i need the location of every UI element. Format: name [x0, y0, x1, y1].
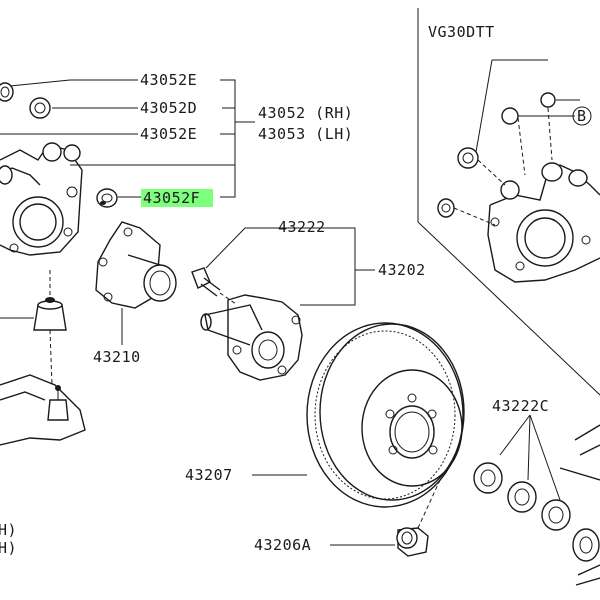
label-43053-lh: 43053 (LH): [258, 125, 353, 143]
callout-b: B: [577, 107, 587, 125]
label-43222c: 43222C: [492, 397, 549, 415]
wheel-nuts-43222c: [473, 414, 600, 586]
lower-control-arm: [0, 374, 86, 446]
inset-knuckle-assembly: [437, 59, 600, 283]
label-43207: 43207: [185, 466, 233, 484]
leader-43202-bracket: [300, 227, 356, 306]
callout-b-circle: [572, 106, 592, 126]
axle-flange-43202: [200, 294, 303, 381]
bushing-43052f: [96, 188, 118, 208]
bushing-top: [0, 82, 14, 102]
label-43052f: 43052F: [143, 189, 200, 207]
label-43052-rh: 43052 (RH): [258, 104, 353, 122]
wheel-hub-43210: [95, 221, 177, 345]
leaders-top-left: [0, 79, 255, 198]
left-edge-label-1: H): [0, 521, 17, 539]
highlight-43052f: [141, 189, 213, 207]
label-43222: 43222: [278, 218, 326, 236]
lower-arm-bushing: [0, 270, 67, 386]
label-43052d: 43052D: [140, 99, 197, 117]
left-edge-label-2: H): [0, 539, 17, 557]
label-43206a: 43206A: [254, 536, 311, 554]
label-43052e-bottom: 43052E: [140, 125, 197, 143]
hub-bolt-43222: [191, 227, 340, 305]
label-43202: 43202: [378, 261, 426, 279]
label-43052e-top: 43052E: [140, 71, 197, 89]
brake-rotor-43207: [252, 322, 465, 508]
rear-axle-knuckle: [0, 142, 83, 256]
plug-43206a: [330, 479, 441, 557]
vg30dtt-label: VG30DTT: [428, 23, 495, 41]
bushing-43052d: [29, 97, 51, 119]
label-43210: 43210: [93, 348, 141, 366]
vg30dtt-inset: [417, 8, 600, 396]
